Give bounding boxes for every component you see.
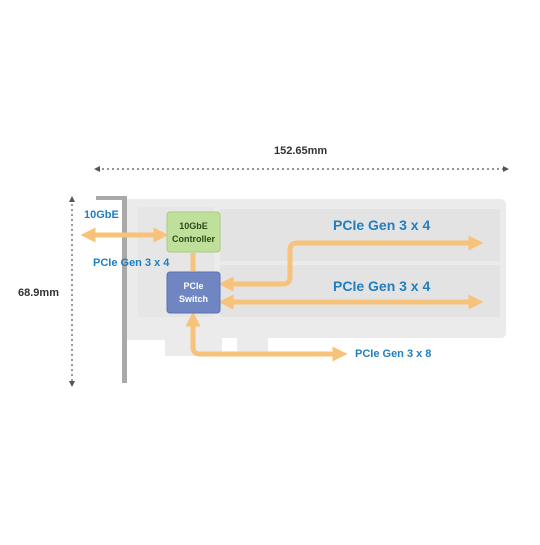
width-dimension-left-arrowhead xyxy=(94,166,100,172)
height-dimension-label: 68.9mm xyxy=(18,287,59,299)
mounting-bracket xyxy=(122,196,127,383)
height-dimension-bottom-arrowhead xyxy=(69,381,75,387)
pcie-switch-chip: PCIe Switch xyxy=(166,271,221,314)
height-dimension-top-arrowhead xyxy=(69,196,75,202)
slot-top-label: PCIe Gen 3 x 4 xyxy=(333,217,431,233)
slot-top-link-arrow xyxy=(218,235,484,292)
width-dimension-label: 152.65mm xyxy=(274,145,328,157)
ethernet-label: 10GbE xyxy=(84,209,119,221)
uplink-label: PCIe Gen 3 x 4 xyxy=(93,257,170,269)
slot-bottom-label: PCIe Gen 3 x 4 xyxy=(333,278,431,294)
mounting-bracket-tab xyxy=(96,196,126,200)
host-interface-label: PCIe Gen 3 x 8 xyxy=(355,348,432,360)
controller-chip: 10GbE Controller xyxy=(166,211,221,253)
controller-label-line1: 10GbE xyxy=(179,221,208,231)
host-link-arrow xyxy=(185,311,348,362)
switch-label-line2: Switch xyxy=(179,294,208,304)
switch-label-line1: PCIe xyxy=(183,281,203,291)
width-dimension-right-arrowhead xyxy=(503,166,509,172)
controller-label-line2: Controller xyxy=(172,234,215,244)
